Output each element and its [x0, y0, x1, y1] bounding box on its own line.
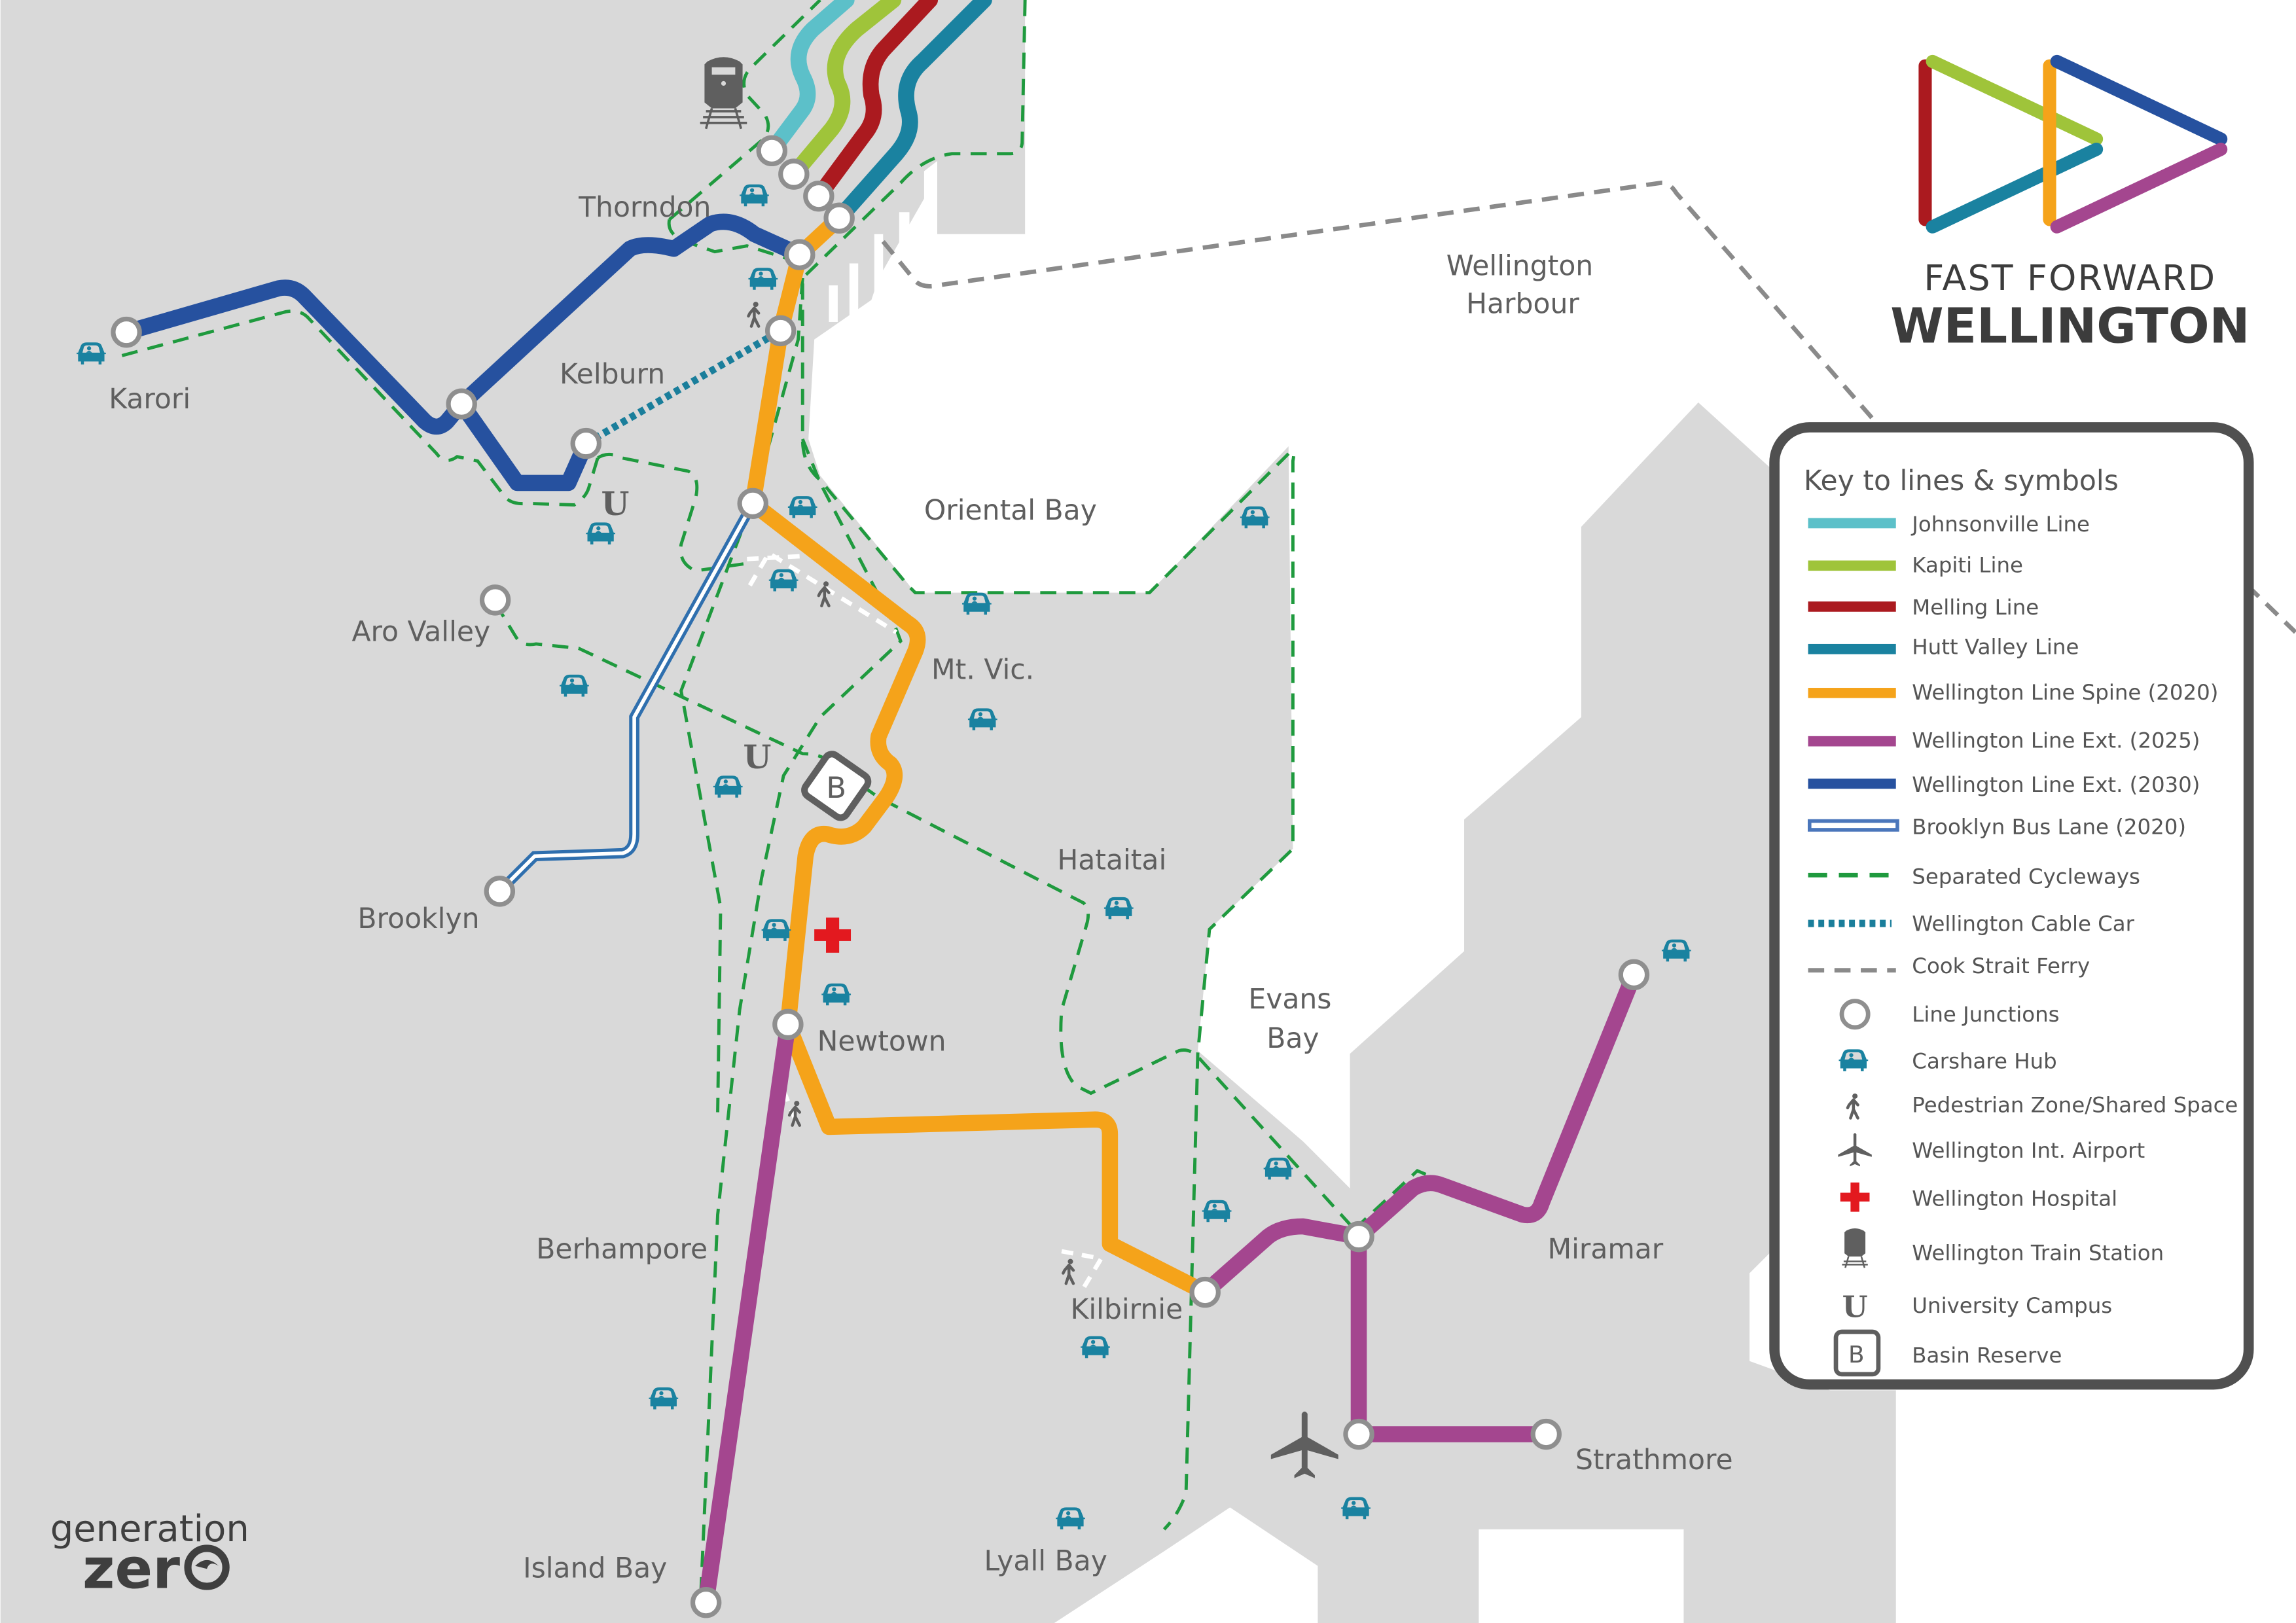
- university-icon: U: [743, 738, 771, 776]
- spine-2020-line: [744, 209, 1213, 1300]
- legend-item: Wellington Hospital: [1912, 1186, 2117, 1211]
- pedestrian-zone-dashes: [747, 550, 1105, 1289]
- kapiti-line: [785, 0, 902, 183]
- label-wellington-harbour-1: Wellington: [1446, 250, 1593, 282]
- label-strathmore: Strathmore: [1575, 1444, 1733, 1476]
- place-labels: Thorndon Karori Kelburn Aro Valley Brook…: [109, 192, 1732, 1585]
- melling-line: [810, 0, 939, 204]
- legend-item: Kapiti Line: [1912, 552, 2023, 577]
- land-west: [0, 0, 1896, 1623]
- land-layer: [0, 0, 1896, 1623]
- cable-car-line: [584, 327, 783, 447]
- cook-strait-ferry-route: [881, 180, 2296, 634]
- legend-swatch-johnsonville: [1808, 518, 1896, 529]
- legend-swatch-hutt: [1808, 643, 1896, 654]
- brand-line1: FAST FORWARD: [1924, 257, 2216, 298]
- legend-item: Separated Cycleways: [1912, 865, 2140, 889]
- legend-university-icon: U: [1842, 1290, 1868, 1325]
- label-thorndon: Thorndon: [578, 192, 711, 224]
- legend-train-icon: [1842, 1228, 1868, 1268]
- legend-swatch-buslane: [1807, 819, 1899, 832]
- legend-car-icon: [1839, 1049, 1869, 1071]
- legend-item: Wellington Line Spine (2020): [1912, 680, 2218, 705]
- legend-hospital-icon: [1840, 1182, 1870, 1212]
- legend-title: Key to lines & symbols: [1804, 465, 2119, 497]
- legend-item: Wellington Line Ext. (2030): [1912, 772, 2200, 797]
- legend-swatch-ext2025: [1808, 736, 1896, 747]
- label-island-bay: Island Bay: [523, 1553, 667, 1585]
- legend-item: Brooklyn Bus Lane (2020): [1912, 815, 2186, 840]
- ext-2025-line: [698, 967, 1642, 1611]
- label-aro-valley: Aro Valley: [351, 616, 490, 648]
- label-evans-bay-2: Bay: [1266, 1023, 1319, 1055]
- legend-box: Key to lines & symbols Johnsonville Line…: [1769, 422, 2254, 1390]
- wharf-gaps: [829, 160, 937, 322]
- legend-basin-icon: [1833, 1329, 1881, 1377]
- hospital-icon: [814, 918, 852, 953]
- label-newtown: Newtown: [817, 1026, 946, 1058]
- rail-lines-north: [763, 0, 992, 226]
- legend-item: Wellington Train Station: [1912, 1240, 2164, 1265]
- legend-item: Melling Line: [1912, 595, 2039, 620]
- legend-swatch-spine: [1808, 688, 1896, 698]
- brand-line2: WELLINGTON: [1890, 298, 2250, 354]
- train-station-icon: [700, 57, 747, 130]
- label-hataitai: Hataitai: [1057, 844, 1166, 876]
- legend-item: Cook Strait Ferry: [1912, 954, 2090, 978]
- airport-icon: [1270, 1411, 1338, 1478]
- legend-swatch-ext2030: [1808, 778, 1896, 789]
- legend-swatch-kapiti: [1808, 560, 1896, 571]
- label-oriental-bay: Oriental Bay: [924, 495, 1097, 527]
- legend-item: Wellington Line Ext. (2025): [1912, 728, 2200, 753]
- label-evans-bay-1: Evans: [1248, 984, 1331, 1016]
- junctions: [111, 135, 1650, 1618]
- cycleways: [121, 0, 1524, 1610]
- legend-item: Carshare Hub: [1912, 1048, 2056, 1073]
- label-lyall-bay: Lyall Bay: [984, 1545, 1107, 1577]
- legend-item: Johnsonville Line: [1910, 512, 2090, 537]
- university-icon: U: [601, 485, 630, 523]
- legend-junction-icon: [1839, 999, 1871, 1030]
- fast-forward-logo: [1918, 54, 2228, 234]
- koru-icon: [184, 1544, 230, 1590]
- label-miramar: Miramar: [1547, 1234, 1663, 1266]
- legend-basin-letter: B: [1848, 1342, 1865, 1368]
- generation-zero-line2: zer: [82, 1537, 180, 1601]
- label-kelburn: Kelburn: [560, 359, 665, 391]
- legend-item: Line Junctions: [1912, 1002, 2059, 1027]
- generation-zero-line1: generation: [50, 1508, 249, 1550]
- legend-swatch-melling: [1808, 601, 1896, 612]
- label-kilbirnie: Kilbirnie: [1070, 1294, 1183, 1326]
- legend-airplane-icon: [1838, 1133, 1872, 1167]
- legend-item: Wellington Cable Car: [1912, 911, 2134, 936]
- basin-reserve-icon: [801, 751, 872, 821]
- label-karori: Karori: [109, 383, 190, 416]
- label-mt-vic: Mt. Vic.: [931, 654, 1034, 687]
- ext-2030-line: [118, 213, 808, 491]
- hutt-valley-line: [831, 0, 992, 226]
- label-berhampore: Berhampore: [536, 1234, 708, 1266]
- legend-item: Hutt Valley Line: [1912, 635, 2079, 660]
- basin-reserve-label: B: [826, 770, 846, 805]
- legend-item: Basin Reserve: [1912, 1343, 2062, 1368]
- legend-item: Wellington Int. Airport: [1912, 1138, 2145, 1163]
- label-brooklyn: Brooklyn: [357, 903, 479, 935]
- label-wellington-harbour-2: Harbour: [1466, 289, 1579, 321]
- legend-item: University Campus: [1912, 1293, 2112, 1318]
- water-labels: Wellington Harbour Oriental Bay Evans Ba…: [924, 250, 1593, 1055]
- legend-item: Pedestrian Zone/Shared Space: [1912, 1093, 2238, 1118]
- johnsonville-line: [763, 0, 855, 159]
